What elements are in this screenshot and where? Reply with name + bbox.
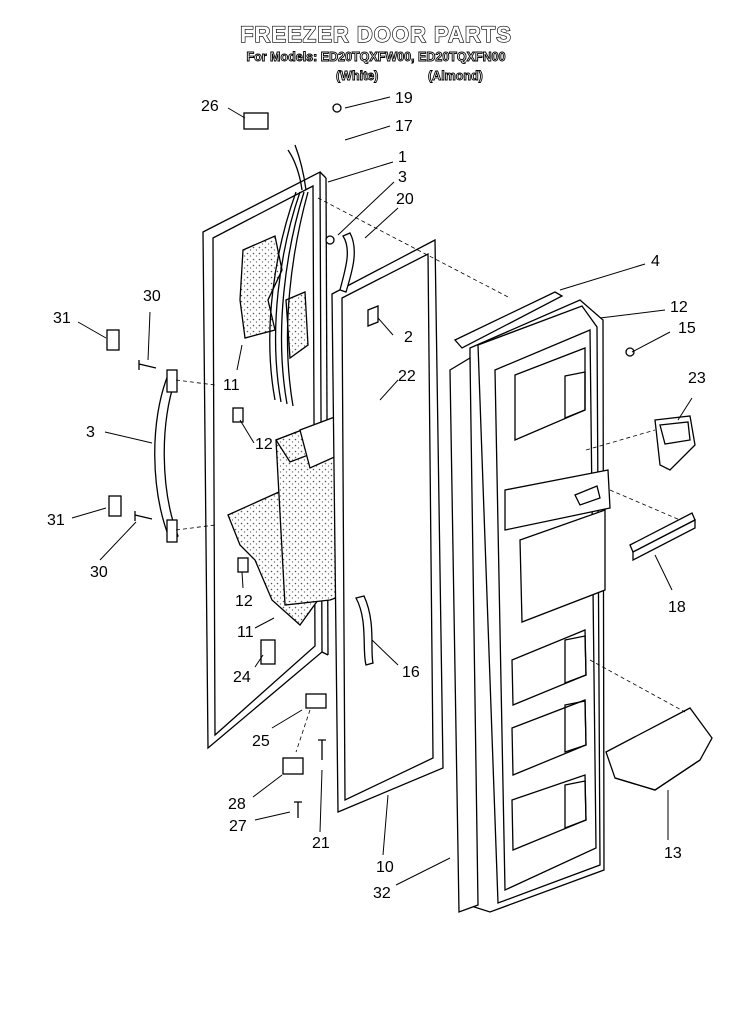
- bushing: [325, 235, 335, 245]
- screw-lower: [134, 511, 153, 521]
- callout-label: 3: [398, 169, 407, 186]
- dispenser-trim: [629, 512, 696, 562]
- callout-label: 23: [688, 370, 706, 387]
- callout-label: 27: [229, 818, 247, 835]
- callout-label: 2: [404, 329, 413, 346]
- callout-label: 12: [235, 593, 253, 610]
- diagram-title: FREEZER DOOR PARTS: [239, 21, 512, 47]
- handle-end-cap-upper: [106, 329, 120, 351]
- foam-insulation-upper: [239, 235, 283, 339]
- wire-harness: [269, 144, 309, 407]
- clip-upper: [232, 407, 244, 423]
- callout-label: 12: [255, 436, 273, 453]
- callout-label: 26: [201, 98, 219, 115]
- callout-label: 15: [678, 320, 696, 337]
- hinge-pin: [318, 739, 326, 760]
- top-bracket: [453, 291, 564, 349]
- callout-label: 21: [312, 835, 330, 852]
- variant-almond-label: (Almond): [428, 69, 484, 84]
- hinge-bushing: [305, 693, 327, 709]
- callout-label: 1: [398, 149, 407, 166]
- callout-label: 25: [252, 733, 270, 750]
- callout-label: 10: [376, 859, 394, 876]
- hinge-block: [282, 757, 304, 775]
- callout-label: 16: [402, 664, 420, 681]
- model-numbers: For Models: ED20TQXFW00, ED20TQXFN00: [246, 50, 506, 65]
- liner-shelves: [504, 347, 611, 851]
- handle-end-cap-lower: [108, 495, 122, 517]
- screw-upper: [138, 360, 157, 370]
- drain-tube: [355, 595, 374, 666]
- callout-label: 17: [395, 118, 413, 135]
- door-bin: [605, 707, 713, 791]
- callout-label: 31: [53, 310, 71, 327]
- callout-label: 28: [228, 796, 246, 813]
- leader-lines: [71, 96, 693, 886]
- callout-label: 30: [90, 564, 108, 581]
- callout-label: 30: [143, 288, 161, 305]
- retainer-clip: [367, 305, 379, 327]
- callout-labels: 19 17 26 1 3 20 4 12 15 2 22 23 18 13 16…: [47, 90, 706, 902]
- callout-label: 20: [396, 191, 414, 208]
- callout-label: 4: [651, 253, 660, 270]
- hinge-screw: [294, 801, 302, 818]
- door-handle: [154, 369, 179, 543]
- wire-connector: [243, 112, 269, 130]
- assembly-dashes: [175, 197, 686, 753]
- door-gasket-frame: [331, 238, 444, 813]
- screw-top: [332, 103, 342, 113]
- callout-label: 31: [47, 512, 65, 529]
- callout-label: 24: [233, 669, 251, 686]
- tube-upper: [339, 232, 355, 293]
- callout-label: 11: [237, 624, 254, 641]
- callout-label: 32: [373, 885, 391, 902]
- variant-white-label: (White): [336, 69, 379, 84]
- callout-label: 22: [398, 368, 416, 385]
- callout-label: 3: [86, 424, 95, 441]
- callout-label: 13: [664, 845, 682, 862]
- side-trim: [449, 356, 479, 913]
- callout-label: 11: [223, 377, 240, 394]
- screw: [625, 347, 635, 357]
- callout-label: 18: [668, 599, 686, 616]
- clip-lower: [237, 557, 249, 573]
- switch: [260, 639, 276, 665]
- ice-chute: [654, 415, 696, 471]
- callout-label: 19: [395, 90, 413, 107]
- callout-label: 12: [670, 299, 688, 316]
